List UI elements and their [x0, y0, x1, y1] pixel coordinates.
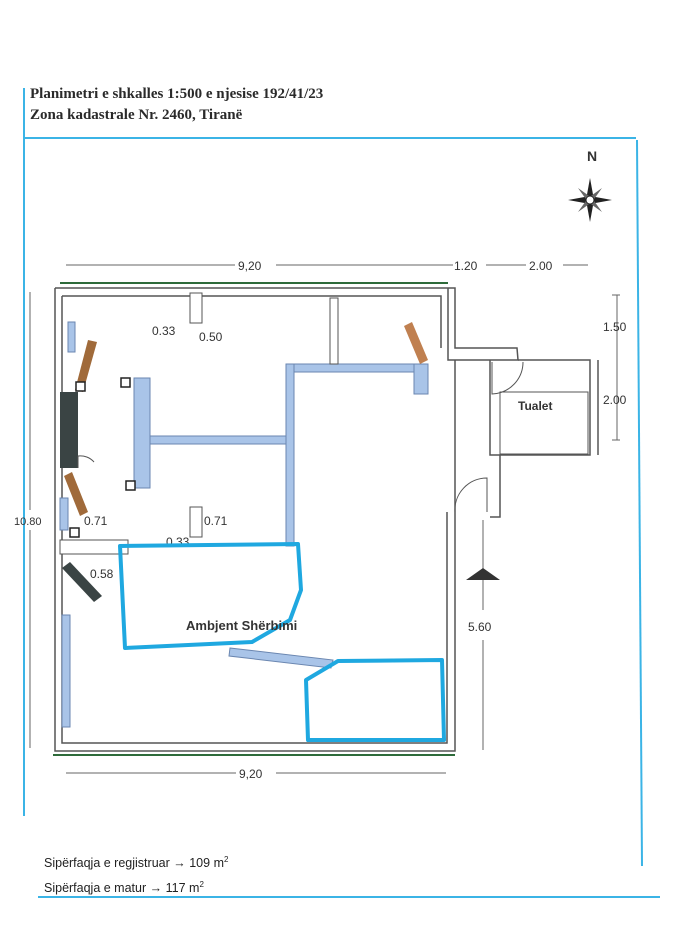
registered-area-row: Sipërfaqja e regjistruar → 109 m2 [44, 849, 228, 874]
svg-text:N: N [587, 148, 597, 164]
column-top [189, 292, 203, 324]
brown-door-leaf-3 [404, 322, 428, 364]
dim-inner-071-left: 0.71 [84, 514, 108, 528]
measured-area-unit: 2 [199, 880, 204, 890]
dark-door-leaf [62, 562, 102, 602]
wall-opening [59, 539, 129, 555]
registered-area-unit: 2 [223, 855, 229, 864]
area-summary: Sipërfaqja e regjistruar → 109 m2 Sipërf… [44, 849, 228, 899]
dim-bottom: 9,20 [239, 767, 263, 781]
arrow-icon: → [173, 856, 190, 871]
dim-left-height: 10.80 [14, 516, 42, 528]
title-line-2: Zona kadastrale Nr. 2460, Tiranë [30, 107, 243, 123]
dark-block [60, 392, 78, 468]
room-label-toilet: Tualet [518, 399, 552, 413]
room-label-service: Ambjent Shërbimi [186, 618, 297, 633]
dim-right-lower: 2.00 [603, 393, 627, 407]
right-dimension-lines [482, 294, 620, 750]
toilet-door-swing [491, 361, 524, 395]
registered-area-label: Sipërfaqja e regjistruar [44, 856, 170, 871]
entry-door-swing [454, 477, 488, 513]
title-line-1: Planimetri e shkalles 1:500 e njesise 19… [30, 86, 324, 102]
dim-inner-033-top: 0.33 [152, 324, 176, 338]
dim-top-mid: 1.20 [454, 259, 478, 273]
partition-white-top [329, 297, 339, 365]
dim-top-right: 2.00 [529, 259, 553, 273]
column-mid [189, 506, 203, 538]
arrow-icon: → [149, 881, 166, 896]
exterior-walls [54, 287, 599, 752]
dim-right-long: 5.60 [468, 620, 492, 634]
measured-area-label: Sipërfaqja e matur [44, 881, 147, 896]
measured-area-row: Sipërfaqja e matur → 117 m2 [44, 874, 228, 899]
brown-door-leaf-1 [75, 340, 97, 392]
interior-partitions [59, 321, 429, 728]
sheet-frame [23, 88, 660, 898]
toilet-room [499, 391, 589, 455]
measured-area-value: 117 m [165, 881, 200, 896]
title-block: Planimetri e shkalles 1:500 e njesise 19… [30, 84, 323, 126]
dim-inner-071-right: 0.71 [204, 514, 228, 528]
stair-marker [466, 568, 500, 580]
dim-right-upper: 1.50 [603, 320, 627, 334]
service-area-highlight [118, 542, 446, 742]
dim-inner-058: 0.58 [90, 567, 114, 581]
small-markers [69, 377, 136, 538]
registered-area-value: 109 m [189, 856, 224, 871]
north-arrow-icon: N [568, 148, 612, 222]
brown-door-leaf-2 [64, 472, 88, 516]
dim-top-main: 9,20 [238, 259, 262, 273]
door-swing-left [77, 455, 95, 468]
dim-inner-050: 0.50 [199, 330, 223, 344]
